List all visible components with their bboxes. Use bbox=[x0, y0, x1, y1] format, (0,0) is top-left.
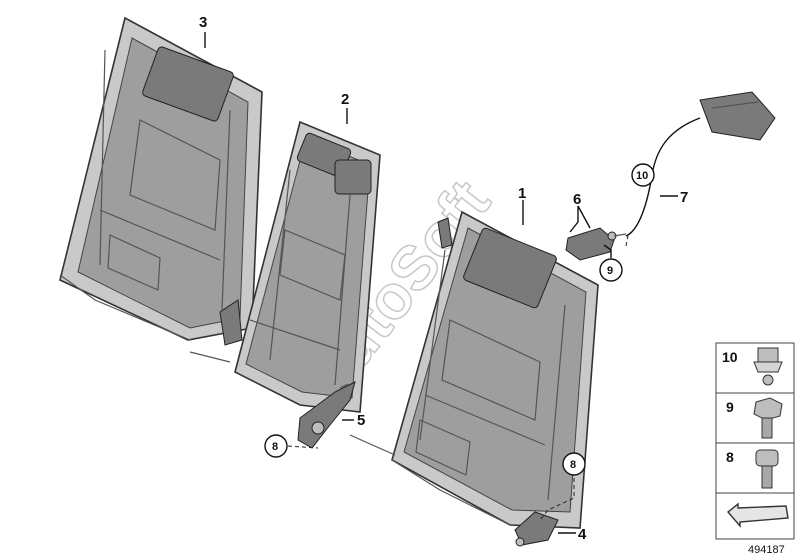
callout-7: 7 bbox=[680, 189, 688, 206]
legend-label-9: 9 bbox=[726, 399, 734, 415]
callout-8a: 8 bbox=[272, 441, 278, 453]
legend-label-8: 8 bbox=[726, 449, 734, 465]
callout-10-circle bbox=[631, 163, 655, 187]
legend: 10 9 8 bbox=[715, 342, 795, 540]
legend-label-10: 10 bbox=[722, 349, 738, 365]
legend-cell-10 bbox=[715, 342, 795, 394]
legend-cell-9 bbox=[715, 392, 795, 444]
backrest-frame-3 bbox=[59, 16, 263, 341]
clip-nut-icon bbox=[753, 347, 783, 386]
backrest-frame-1 bbox=[349, 210, 599, 529]
callout-1: 1 bbox=[518, 185, 526, 202]
callout-4: 4 bbox=[578, 526, 587, 543]
direction-arrow-icon bbox=[726, 502, 789, 528]
callout-5: 5 bbox=[357, 412, 365, 429]
callout-10: 10 bbox=[636, 170, 648, 182]
backrest-frame-2 bbox=[189, 120, 381, 413]
callout-9: 9 bbox=[607, 265, 613, 277]
callout-8a-circle bbox=[264, 434, 288, 458]
callout-6: 6 bbox=[573, 191, 581, 208]
callout-8b-circle bbox=[562, 452, 586, 476]
bracket-4 bbox=[514, 511, 559, 547]
release-unit-6 bbox=[565, 227, 627, 261]
callout-3: 3 bbox=[199, 14, 207, 31]
hex-bolt-icon bbox=[753, 397, 783, 439]
legend-cell-8 bbox=[715, 442, 795, 494]
callout-8b: 8 bbox=[570, 459, 576, 471]
hinge-bracket-5 bbox=[297, 381, 356, 449]
release-cable-7 bbox=[625, 91, 776, 237]
callout-2: 2 bbox=[341, 91, 349, 108]
callout-9-circle bbox=[599, 258, 623, 282]
torx-bolt-icon bbox=[755, 449, 779, 489]
diagram-id: 494187 bbox=[748, 544, 785, 556]
